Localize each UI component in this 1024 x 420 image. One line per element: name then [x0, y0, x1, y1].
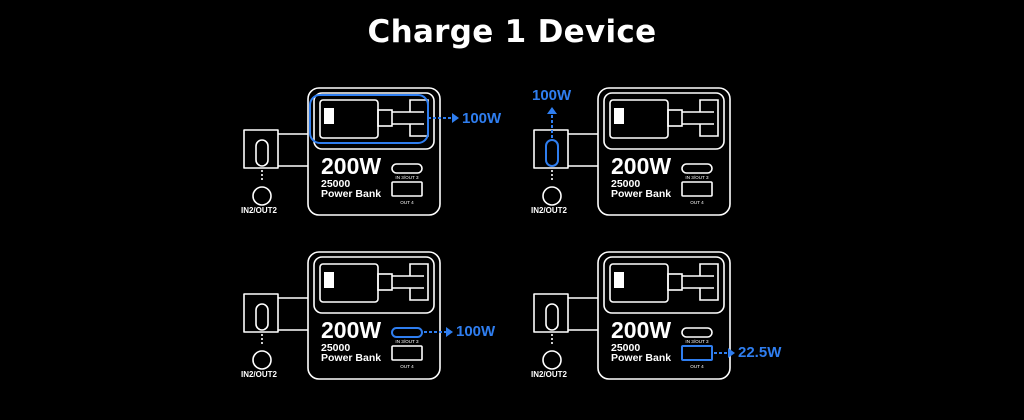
output-label: 100W [462, 110, 502, 127]
side-port-label: IN2/OUT2 [530, 370, 567, 379]
port-usba-label: OUT 4 [400, 364, 414, 369]
power-bank-icon [243, 87, 459, 216]
port-c3-label: IN 3/OUT 3 [395, 339, 419, 344]
port-usba-label: OUT 4 [400, 200, 414, 205]
scenario-side-port: 200W 25000 Power Bank IN 3/OUT 3 OUT 4 I… [520, 86, 830, 216]
side-port-label: IN2/OUT2 [530, 206, 567, 215]
capacity-label: 25000 [611, 342, 641, 354]
wattage-label: 200W [611, 153, 672, 179]
output-label: 22.5W [738, 344, 782, 361]
output-label: 100W [532, 87, 572, 104]
power-bank-icon [533, 87, 731, 216]
power-bank-icon [533, 251, 735, 380]
side-port-label: IN2/OUT2 [240, 370, 277, 379]
port-usba-label: OUT 4 [690, 200, 704, 205]
product-name-label: Power Bank [611, 188, 672, 200]
scenario-usb-a-port: 200W 25000 Power Bank IN 3/OUT 3 OUT 4 I… [520, 250, 830, 380]
product-name-label: Power Bank [321, 352, 382, 364]
arrow-right-icon [728, 348, 735, 358]
side-port-label: IN2/OUT2 [240, 206, 277, 215]
arrow-right-icon [446, 327, 453, 337]
wattage-label: 200W [321, 317, 382, 343]
arrow-up-icon [547, 107, 557, 114]
product-name-label: Power Bank [321, 188, 382, 200]
port-c3-label: IN 3/OUT 3 [685, 175, 709, 180]
power-bank-icon [243, 251, 453, 380]
product-name-label: Power Bank [611, 352, 672, 364]
arrow-right-icon [452, 113, 459, 123]
page-title: Charge 1 Device [367, 14, 657, 50]
port-c3-label: IN 3/OUT 3 [685, 339, 709, 344]
scenario-usb-c-port: 200W 25000 Power Bank IN 3/OUT 3 OUT 4 I… [230, 250, 540, 380]
output-label: 100W [456, 323, 496, 340]
capacity-label: 25000 [321, 342, 351, 354]
port-c3-label: IN 3/OUT 3 [395, 175, 419, 180]
capacity-label: 25000 [611, 178, 641, 190]
capacity-label: 25000 [321, 178, 351, 190]
wattage-label: 200W [611, 317, 672, 343]
wattage-label: 200W [321, 153, 382, 179]
port-usba-label: OUT 4 [690, 364, 704, 369]
scenario-built-in-cable: 200W 25000 Power Bank IN 3/OUT 3 OUT 4 I… [230, 86, 540, 216]
